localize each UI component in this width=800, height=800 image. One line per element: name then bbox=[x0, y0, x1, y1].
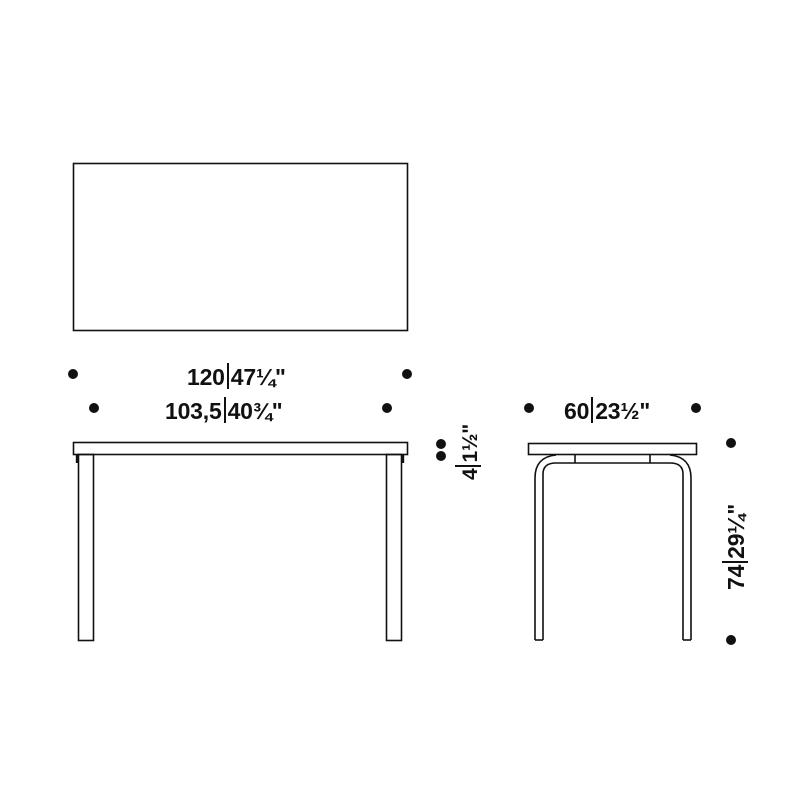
right-bent-leg bbox=[669, 454, 692, 640]
separator bbox=[226, 363, 229, 389]
dim-dot-height-bottom bbox=[726, 635, 736, 645]
dim-dot-height-top bbox=[726, 438, 736, 448]
dim-dot-legspan-left bbox=[89, 403, 99, 413]
dim-dot-length-left bbox=[68, 369, 78, 379]
separator bbox=[591, 397, 594, 423]
dim-dot-thickness-top bbox=[436, 439, 446, 449]
separator bbox=[455, 464, 481, 467]
dim-label-top-thickness: 41½" bbox=[455, 424, 482, 480]
separator bbox=[223, 397, 226, 423]
separator bbox=[722, 560, 748, 563]
side-view bbox=[527, 442, 698, 641]
left-bent-leg bbox=[534, 454, 557, 640]
front-left-leg bbox=[77, 453, 95, 642]
front-tabletop bbox=[72, 441, 409, 456]
top-view-tabletop bbox=[72, 162, 409, 332]
front-right-leg bbox=[385, 453, 403, 642]
dim-dot-legspan-right bbox=[382, 403, 392, 413]
side-tabletop bbox=[527, 442, 698, 456]
dim-dot-depth-left bbox=[524, 403, 534, 413]
dim-dot-thickness-bottom bbox=[436, 451, 446, 461]
dim-label-height: 7429¼" bbox=[722, 503, 749, 590]
dim-dot-length-right bbox=[402, 369, 412, 379]
front-view bbox=[72, 441, 409, 642]
dim-dot-depth-right bbox=[691, 403, 701, 413]
